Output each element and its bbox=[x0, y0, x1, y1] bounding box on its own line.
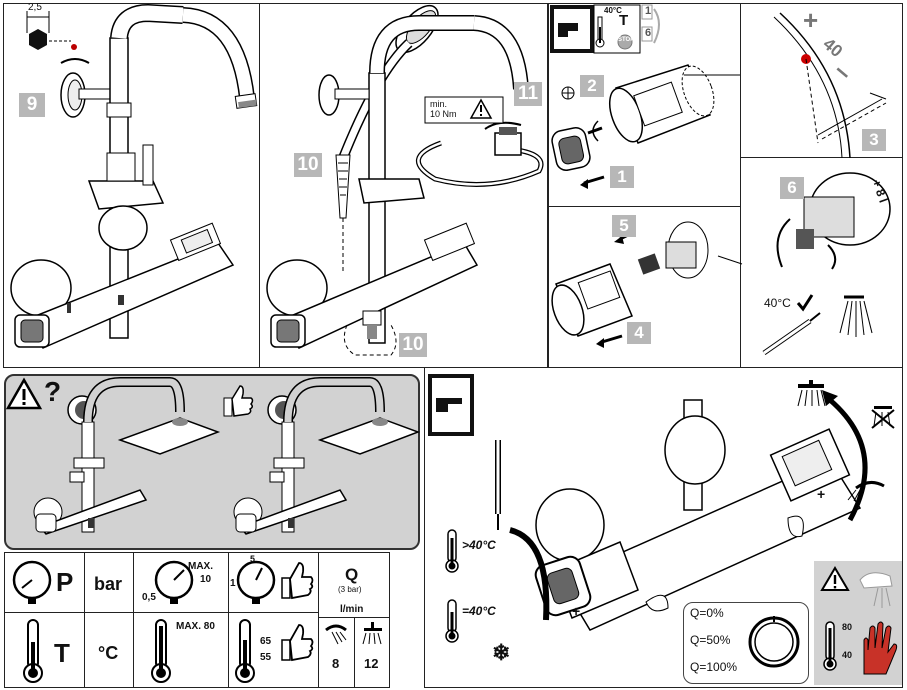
reassemble-illustration bbox=[551, 221, 743, 348]
mixer-illustration-step-10-11 bbox=[266, 4, 544, 356]
gauge-low-label: 1 bbox=[230, 578, 236, 589]
thumbs-up-icon-temp bbox=[281, 624, 314, 662]
torque-value: 10 Nm bbox=[430, 109, 457, 119]
shower-on-icon bbox=[797, 380, 826, 407]
mixer-illustration-step-9 bbox=[10, 3, 258, 349]
plus-sign-left: + bbox=[572, 603, 581, 619]
recommended-temp-thermometer-icon bbox=[235, 619, 255, 683]
flow-overhead-value: 12 bbox=[364, 656, 379, 671]
torque-min: min. bbox=[430, 99, 448, 109]
step-number-4: 4 bbox=[627, 322, 651, 344]
hand-shower-icon bbox=[325, 624, 347, 645]
step-number-10-hose: 10 bbox=[294, 153, 322, 177]
pressure-unit: bar bbox=[94, 574, 123, 594]
temp-65-label: 65 bbox=[260, 636, 272, 647]
cold-snowflake-icon: ❄ bbox=[492, 640, 511, 665]
pointing-hand-icon bbox=[428, 374, 474, 436]
dial-plus: + bbox=[803, 5, 819, 35]
handle-removal-illustration bbox=[550, 4, 740, 189]
flow-q-subtitle: (3 bar) bbox=[338, 585, 362, 594]
flow-q-title: Q bbox=[345, 565, 359, 584]
temperature-unit: °C bbox=[98, 643, 119, 663]
max-temp-label: MAX. 80 bbox=[176, 621, 215, 632]
plus-sign-right: + bbox=[817, 486, 826, 502]
step-number-6: 6 bbox=[780, 177, 804, 199]
table-cell-temp-symbol bbox=[4, 612, 85, 688]
thermometer-hot-icon bbox=[445, 529, 459, 573]
header-letter-t: T bbox=[619, 12, 629, 29]
max-pressure-label: MAX. bbox=[188, 561, 213, 572]
header-step-1: 1 bbox=[645, 5, 652, 17]
step-number-11: 11 bbox=[514, 82, 542, 106]
cartridge-adjust-illustration bbox=[762, 172, 891, 356]
temp-55-label: 55 bbox=[260, 652, 272, 663]
hot-temp-80: 80 bbox=[842, 622, 853, 632]
pressure-gauge-icon bbox=[12, 560, 52, 604]
step-number-10-outlet: 10 bbox=[399, 333, 427, 357]
header-step-6: 6 bbox=[645, 27, 652, 39]
flow-legend-50: Q=50% bbox=[690, 633, 731, 647]
temperature-dial-detail bbox=[773, 12, 887, 159]
label-above-40: >40°C bbox=[462, 538, 496, 552]
pressure-symbol: P bbox=[56, 567, 74, 597]
header-temp: 40°C bbox=[604, 6, 622, 15]
hot-warning-triangle-icon bbox=[820, 566, 850, 591]
hot-thermometer-icon bbox=[823, 621, 837, 671]
recommended-pressure-gauge-icon bbox=[236, 560, 276, 604]
warning-triangle-icon bbox=[5, 377, 43, 410]
flow-dial-icon bbox=[748, 616, 800, 668]
step-number-2: 2 bbox=[580, 75, 604, 97]
burn-hand-icon bbox=[863, 621, 898, 675]
thermometer-set-icon bbox=[445, 599, 459, 643]
max-temp-thermometer-icon bbox=[151, 619, 171, 683]
setting-temp: 40°C bbox=[764, 296, 791, 310]
thumbs-up-icon-pressure bbox=[281, 562, 314, 600]
max-pressure-gauge-icon bbox=[154, 560, 194, 604]
warning-question-mark: ? bbox=[44, 376, 62, 407]
step-number-1: 1 bbox=[610, 166, 634, 188]
max-pressure-value: 10 bbox=[200, 574, 212, 585]
thumbs-up-icon-left bbox=[223, 385, 254, 417]
step-number-9: 9 bbox=[19, 93, 45, 117]
thermostat-mixer-large-illustration bbox=[495, 390, 868, 631]
overhead-shower-icon bbox=[362, 622, 382, 645]
shower-off-icon bbox=[871, 406, 895, 429]
shower-system-right-illustration bbox=[233, 377, 421, 535]
flow-hand-value: 8 bbox=[332, 656, 340, 671]
step-number-5: 5 bbox=[612, 215, 636, 237]
flow-unit: l/min bbox=[340, 604, 364, 615]
hot-tap-icon bbox=[859, 572, 893, 608]
dimension-label: 2,5 bbox=[28, 2, 42, 13]
hot-temp-40: 40 bbox=[842, 650, 853, 660]
flow-divider-vertical bbox=[354, 617, 355, 688]
step-number-3: 3 bbox=[862, 129, 886, 151]
thermometer-icon bbox=[23, 619, 43, 683]
min-pressure-value: 0,5 bbox=[142, 592, 156, 603]
label-equal-40: =40°C bbox=[462, 604, 496, 618]
flow-legend-0: Q=0% bbox=[690, 606, 724, 620]
flow-legend-100: Q=100% bbox=[690, 660, 738, 674]
header-stop: STOP bbox=[618, 37, 635, 43]
shower-system-left-illustration bbox=[33, 377, 221, 535]
temperature-symbol: T bbox=[54, 638, 70, 668]
gauge-high-label: 5 bbox=[250, 554, 256, 564]
hand-shower-spray-icon bbox=[847, 481, 885, 502]
